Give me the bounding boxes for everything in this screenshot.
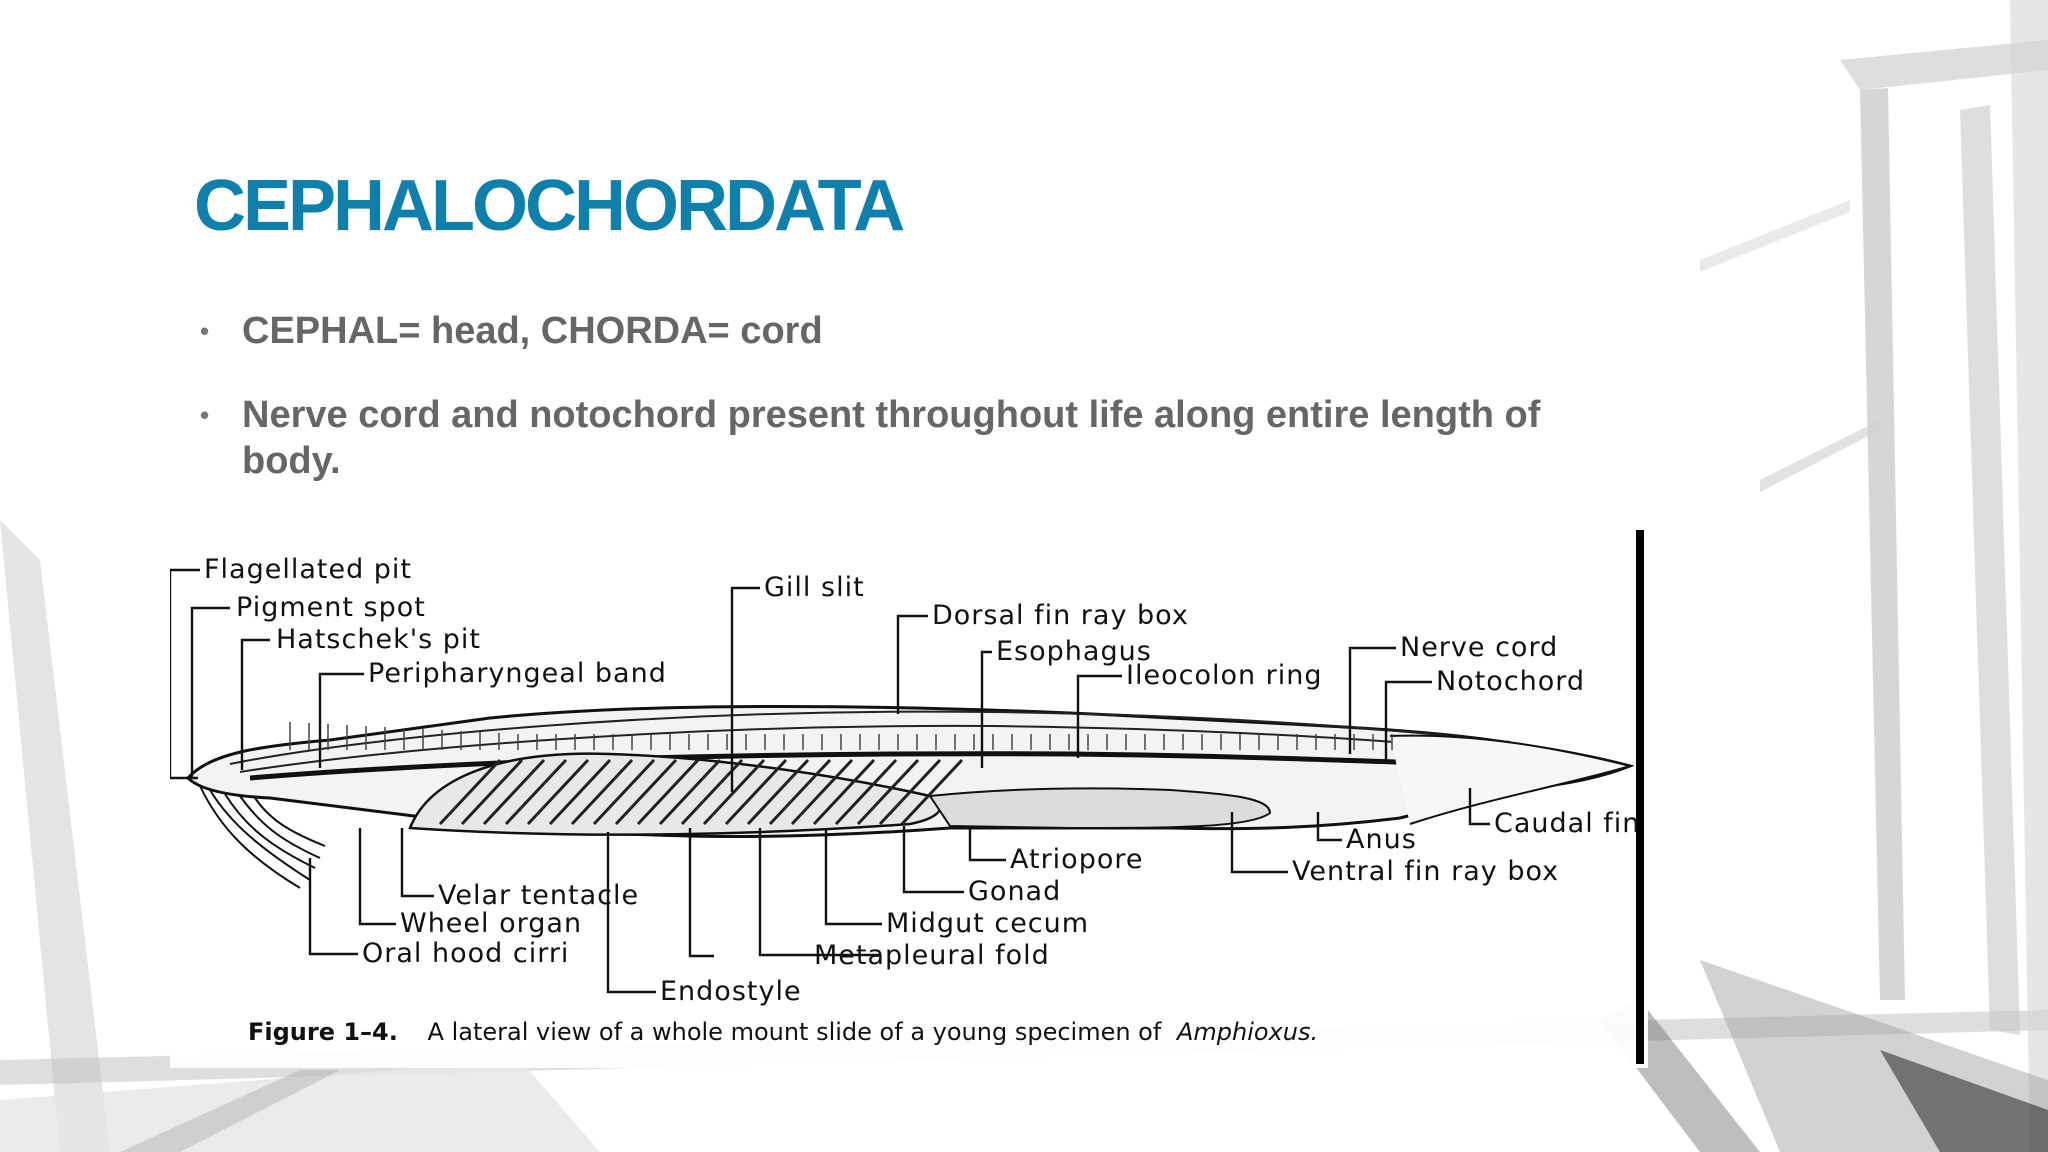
- gill-bar: [746, 758, 810, 826]
- label-atriopore: Atriopore: [1010, 844, 1143, 875]
- bullet-icon: •: [200, 400, 210, 430]
- label-pigment-spot: Pigment spot: [236, 592, 426, 623]
- gill-bar: [812, 758, 876, 826]
- label-wheel-organ: Wheel organ: [400, 908, 582, 939]
- bullet-item: • CEPHAL= head, CHORDA= cord: [200, 308, 1580, 354]
- label-endostyle: Endostyle: [660, 976, 802, 1007]
- label-anus: Anus: [1346, 824, 1417, 855]
- gill-bar: [548, 758, 612, 826]
- label-midgut-cecum: Midgut cecum: [886, 908, 1089, 939]
- label-leader-lines: [170, 568, 1490, 994]
- label-flagellated-pit: Flagellated pit: [204, 554, 412, 585]
- bullet-text: CEPHAL= head, CHORDA= cord: [242, 310, 823, 352]
- figure-caption-organism: Amphioxus.: [1175, 1018, 1318, 1046]
- slide-title: CEPHALOCHORDATA: [194, 166, 905, 246]
- label-gonad: Gonad: [968, 876, 1061, 907]
- figure-border: [1636, 530, 1644, 1064]
- label-nerve-cord: Nerve cord: [1400, 632, 1558, 663]
- label-gill-slit: Gill slit: [764, 572, 865, 603]
- amphioxus-figure: Flagellated pit Pigment spot Hatschek's …: [170, 528, 1648, 1068]
- gill-bar: [702, 758, 766, 826]
- label-caudal-fin: Caudal fin: [1494, 808, 1640, 839]
- figure-caption-number: Figure 1–4.: [248, 1018, 398, 1046]
- label-ventral-fin-ray-box: Ventral fin ray box: [1292, 856, 1559, 887]
- gill-bar: [570, 758, 634, 826]
- gill-bar: [592, 758, 656, 826]
- label-dorsal-fin-ray-box: Dorsal fin ray box: [932, 600, 1189, 631]
- gill-bar: [614, 758, 678, 826]
- label-hatscheks-pit: Hatschek's pit: [276, 624, 481, 655]
- gill-bar: [636, 758, 700, 826]
- gill-bar: [790, 758, 854, 826]
- gill-bar: [878, 758, 942, 826]
- gill-bar: [658, 758, 722, 826]
- label-esophagus: Esophagus: [996, 636, 1152, 667]
- dorsal-fin-rays: [289, 722, 1393, 750]
- gill-bar: [856, 758, 920, 826]
- gill-bar: [482, 758, 546, 826]
- label-oral-hood-cirri: Oral hood cirri: [362, 938, 569, 969]
- gill-bar: [724, 758, 788, 826]
- gill-bar: [768, 758, 832, 826]
- label-ileocolon-ring: Ileocolon ring: [1126, 660, 1323, 691]
- label-notochord: Notochord: [1436, 666, 1585, 697]
- gill-bar: [900, 758, 964, 826]
- gill-bar: [438, 758, 502, 826]
- gill-bar: [834, 758, 898, 826]
- bullet-text: Nerve cord and notochord present through…: [242, 394, 1541, 482]
- bullet-item: • Nerve cord and notochord present throug…: [200, 392, 1580, 484]
- gill-bar: [526, 758, 590, 826]
- figure-caption-text: A lateral view of a whole mount slide of…: [428, 1018, 1162, 1046]
- gill-bars: [438, 758, 964, 826]
- gill-bar: [504, 758, 568, 826]
- label-peripharyngeal-band: Peripharyngeal band: [368, 658, 667, 689]
- figure-caption: Figure 1–4. A lateral view of a whole mo…: [248, 1018, 1318, 1046]
- label-velar-tentacle: Velar tentacle: [438, 880, 639, 911]
- bullet-icon: •: [200, 316, 210, 346]
- bullet-list: • CEPHAL= head, CHORDA= cord • Nerve cord …: [200, 308, 1580, 522]
- gill-bar: [460, 758, 524, 826]
- label-metapleural-fold: Metapleural fold: [814, 940, 1050, 971]
